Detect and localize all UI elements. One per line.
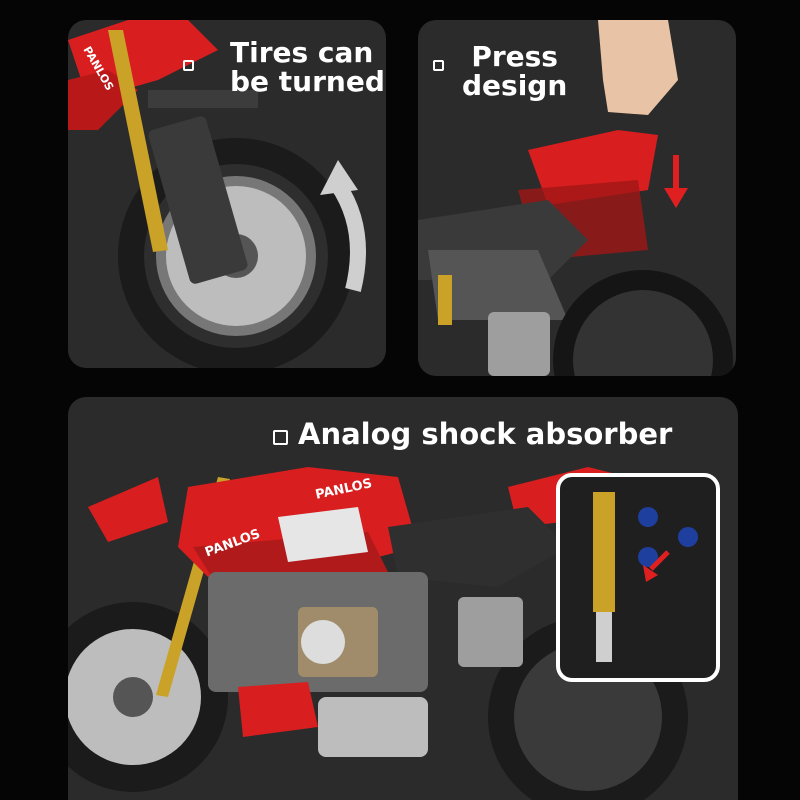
front-wheel-illustration	[68, 20, 366, 368]
press-design-panel	[418, 20, 736, 376]
caption-bullet-press	[433, 60, 444, 71]
caption-tires-line1: Tires can	[230, 36, 374, 69]
caption-bullet-shock	[273, 430, 288, 445]
caption-press-line1: Press	[471, 40, 558, 73]
front-wheel-panel	[68, 20, 386, 368]
caption-shock: Analog shock absorber	[298, 417, 673, 451]
caption-bullet-tires	[183, 60, 194, 71]
caption-tires: Tires can be turned	[230, 38, 385, 97]
motorcycle-panel	[68, 397, 738, 800]
motorcycle-illustration	[68, 467, 720, 800]
caption-tires-line2: be turned	[230, 65, 385, 99]
press-design-illustration	[418, 20, 733, 376]
caption-press: Press design	[462, 42, 567, 101]
caption-press-line2: design	[462, 69, 568, 103]
